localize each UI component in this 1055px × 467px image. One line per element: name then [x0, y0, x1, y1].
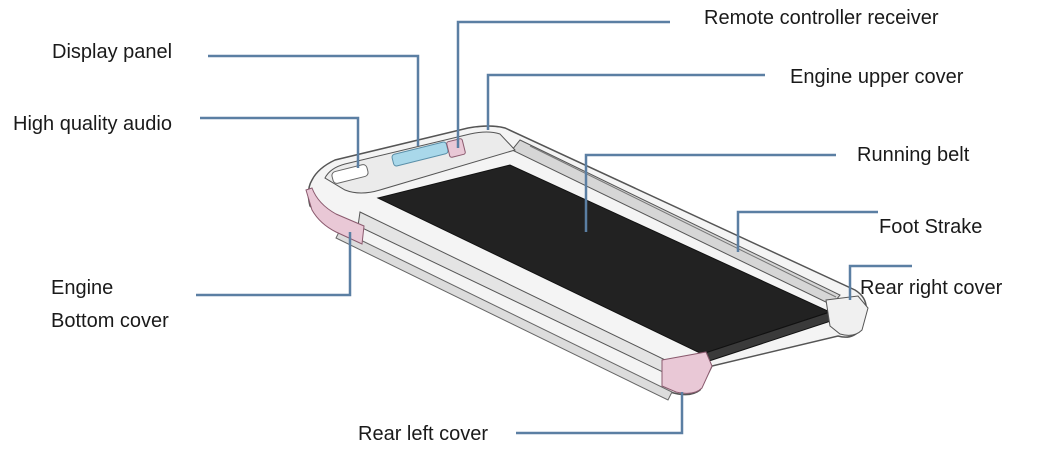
leader-lines: [196, 20, 912, 435]
label-running-belt: Running belt: [857, 144, 970, 166]
label-rear-right-cover: Rear right cover: [860, 277, 1003, 299]
leader-display-panel: [208, 54, 420, 146]
label-engine-upper-cover: Engine upper cover: [790, 66, 964, 88]
label-engine-bottom-cover-line2: Bottom cover: [51, 310, 169, 332]
label-high-quality-audio: High quality audio: [13, 113, 172, 135]
label-display-panel: Display panel: [52, 41, 173, 63]
leader-rear-left-cover: [516, 392, 684, 435]
leader-running-belt: [584, 153, 836, 232]
rear-right-cover-shape: [825, 295, 869, 336]
label-remote-controller-receiver: Remote controller receiver: [704, 7, 939, 29]
audio-speaker-shape: [331, 164, 369, 184]
leader-remote-receiver: [456, 20, 670, 148]
engine-upper-cover-shape: [324, 131, 516, 194]
leader-foot-strake: [736, 210, 878, 252]
rear-left-cover-shape: [661, 351, 713, 394]
label-foot-strake: Foot Strake: [879, 216, 983, 238]
leader-rear-right-cover: [848, 264, 912, 300]
foot-strake-groove: [529, 145, 837, 298]
leader-engine-upper-cover: [486, 73, 765, 130]
label-rear-left-cover: Rear left cover: [358, 423, 489, 445]
engine-bottom-cover-shape: [305, 187, 365, 245]
remote-receiver-shape: [446, 138, 466, 158]
side-rail-left-bottom: [335, 229, 673, 401]
leader-engine-bottom-cover: [196, 232, 352, 297]
leader-audio: [200, 116, 360, 168]
label-engine-bottom-cover-line1: Engine: [51, 277, 114, 299]
